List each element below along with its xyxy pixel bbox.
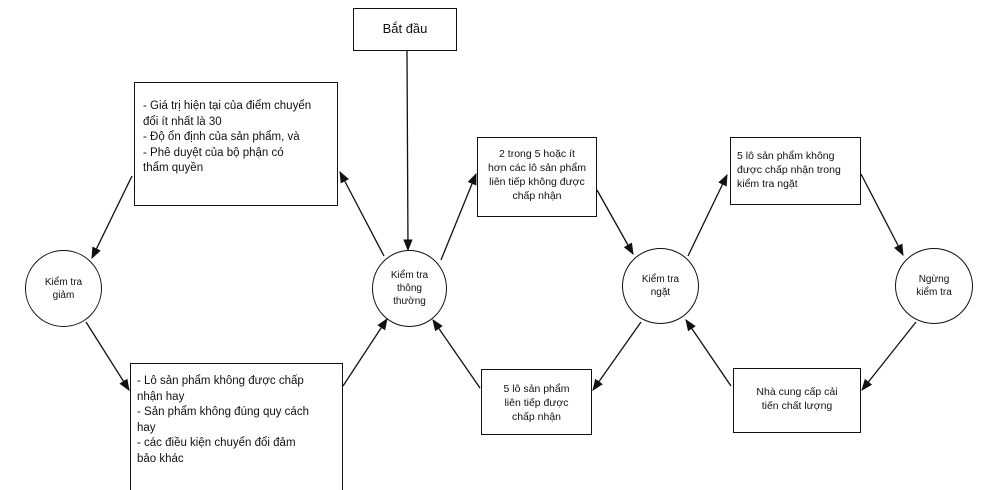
state-label: giảm xyxy=(52,289,75,301)
condition-line: chấp nhận xyxy=(512,190,562,202)
condition-line: đổi ít nhất là 30 xyxy=(143,115,222,128)
arrow-discontinued-to-improve xyxy=(861,321,917,391)
condition-line: bảo khác xyxy=(137,452,184,465)
state-label: thường xyxy=(393,296,426,307)
arrow-tightened-to-normal-cond xyxy=(592,321,642,391)
condition-line: tiến chất lượng xyxy=(761,400,833,412)
arrow-cond-to-reduced xyxy=(91,175,133,260)
state-label: thông xyxy=(396,283,422,294)
condition-line: chấp nhận xyxy=(511,411,562,423)
arrow-improve-to-tightened xyxy=(685,319,732,387)
condition-line: được chấp nhận trong xyxy=(737,164,841,176)
state-label: Ngừng xyxy=(918,274,950,285)
condition-line: liên tiếp không được xyxy=(489,176,585,188)
arrow-start-to-normal xyxy=(403,50,413,252)
arrow-disc-cond-to-discontinued xyxy=(860,173,904,257)
condition-line: - Độ ổn định của sản phẩm, và xyxy=(143,131,300,143)
state-label: kiểm tra xyxy=(916,287,952,298)
state-tightened-inspection: Kiểm tra ngặt xyxy=(622,248,699,324)
start-label: Bắt đầu xyxy=(382,21,428,36)
arrow-tight-cond-to-tightened xyxy=(596,189,634,256)
condition-line: thẩm quyền xyxy=(143,162,204,174)
state-label: ngặt xyxy=(650,287,671,298)
condition-line: 5 lô sản phẩm không xyxy=(737,150,835,162)
condition-line: hay xyxy=(137,421,156,434)
condition-line: - Phê duyệt của bộ phận có xyxy=(143,146,284,159)
condition-line: Nhà cung cấp cải xyxy=(756,386,838,398)
arrow-normal-to-tight-cond xyxy=(440,172,477,261)
condition-line: - Sản phẩm không đúng quy cách xyxy=(137,406,309,418)
condition-line: - Giá trị hiện tại của điểm chuyển xyxy=(143,100,312,112)
arrow-tightened-to-disc-cond xyxy=(687,173,728,257)
state-reduced-inspection: Kiểm tra giảm xyxy=(25,250,102,327)
arrow-reduced-to-cond xyxy=(85,321,130,391)
condition-line: nhận hay xyxy=(137,390,185,403)
condition-line: - các điều kiện chuyển đổi đảm xyxy=(137,437,296,449)
condition-line: kiểm tra ngặt xyxy=(737,178,798,190)
start-box: Bắt đầu xyxy=(353,8,457,51)
condition-discontinued-to-tightened: Nhà cung cấp cải tiến chất lượng xyxy=(733,368,861,433)
state-discontinued-inspection: Ngừng kiểm tra xyxy=(895,248,973,324)
condition-line: hơn các lô sản phẩm xyxy=(488,162,586,174)
condition-tightened-to-discontinued: 5 lô sản phẩm không được chấp nhận trong… xyxy=(730,137,861,205)
condition-tightened-to-normal: 5 lô sản phẩm liên tiếp được chấp nhận xyxy=(481,369,592,435)
state-label: Kiểm tra xyxy=(641,274,680,285)
condition-line: 5 lô sản phẩm xyxy=(503,383,570,395)
state-label: Kiểm tra xyxy=(390,270,429,281)
condition-line: - Lô sản phẩm không được chấp xyxy=(137,375,304,387)
state-normal-inspection: Kiểm tra thông thường xyxy=(372,250,447,327)
condition-line: 2 trong 5 hoặc ít xyxy=(499,148,575,160)
condition-normal-to-tightened: 2 trong 5 hoặc ít hơn các lô sản phẩm li… xyxy=(477,137,597,217)
arrow-normal-cond-to-normal xyxy=(432,319,481,389)
condition-reduced-to-normal: - Lô sản phẩm không được chấp nhận hay -… xyxy=(130,363,343,490)
arrow-normal-to-cond xyxy=(339,170,385,257)
arrow-cond-to-normal xyxy=(342,318,388,387)
condition-line: liên tiếp được xyxy=(504,397,569,409)
state-label: Kiểm tra xyxy=(44,276,83,288)
condition-normal-to-reduced: - Giá trị hiện tại của điểm chuyển đổi í… xyxy=(134,82,338,206)
